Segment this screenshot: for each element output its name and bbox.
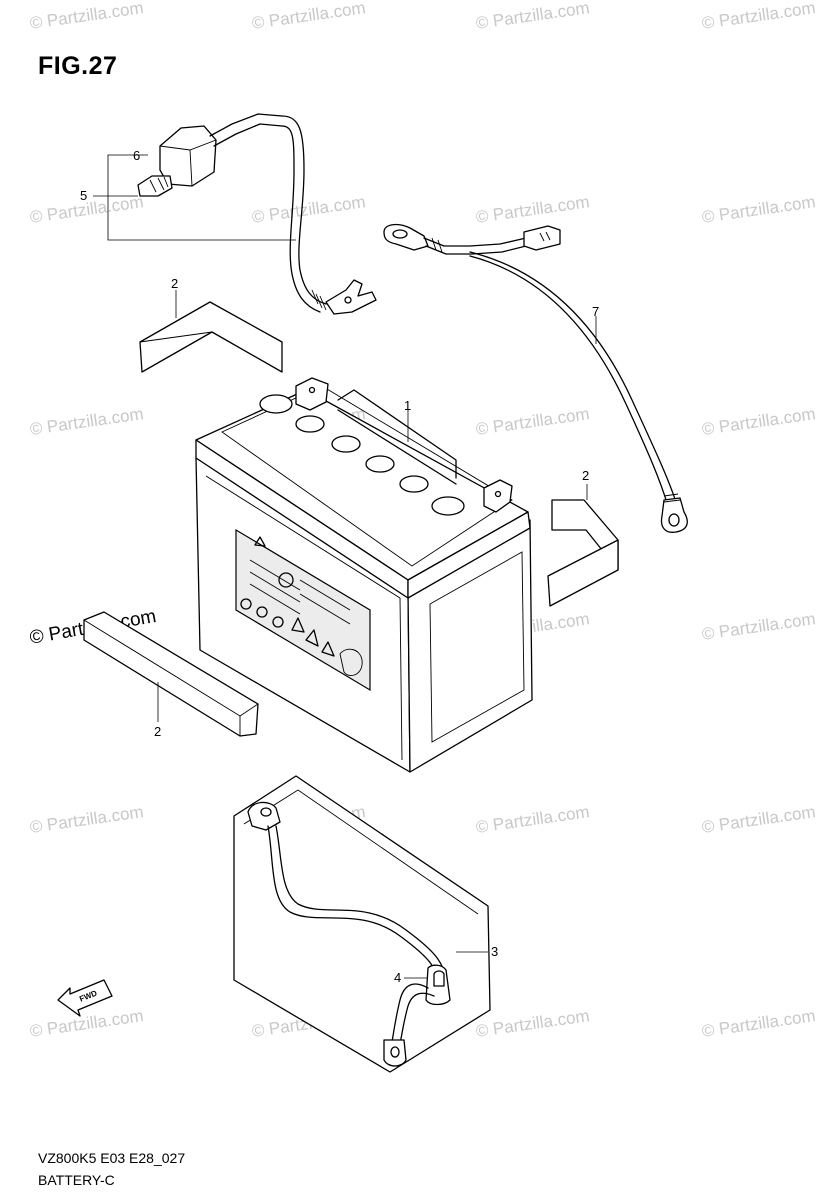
callout-label: 5 [80,188,88,203]
battery-holder-part [233,775,491,1073]
diagram-name: BATTERY-C [38,1172,115,1188]
callout-label: 4 [394,970,402,985]
battery-pad-part [83,611,259,737]
callout-label: 1 [404,398,412,413]
callout-bracket-5-6 [93,154,296,241]
callout-label: 2 [154,724,162,739]
callout-label: 3 [491,944,499,959]
battery-pad-part [547,499,619,607]
battery-part [195,377,533,773]
bolt-part [137,175,173,197]
negative-cable-part [383,223,688,533]
callout-leaders [157,290,597,979]
diagram-code: VZ800K5 E03 E28_027 [38,1150,186,1166]
callout-label: 2 [171,276,179,291]
figure-title: FIG.27 [38,52,118,80]
callout-label: 6 [133,148,141,163]
battery-pad-part [139,301,283,373]
callout-label: 7 [592,304,600,319]
positive-cable-part [281,115,377,315]
terminal-cover-part [159,113,283,187]
fwd-arrow-icon: FWD [57,979,113,1017]
callout-label: 2 [582,468,590,483]
